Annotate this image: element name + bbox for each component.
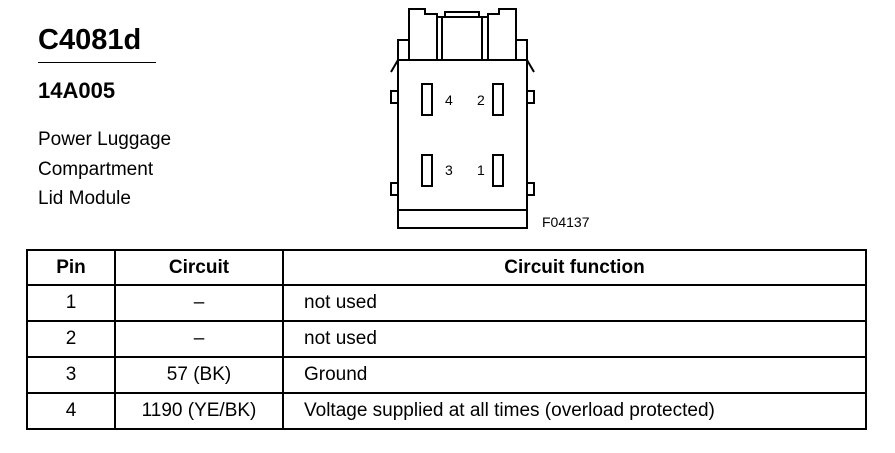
cell-circuit: –	[114, 284, 284, 322]
header-circuit: Circuit	[114, 249, 284, 286]
description-line: Power Luggage	[38, 129, 172, 150]
cell-pin: 3	[26, 356, 116, 394]
cell-circuit: –	[114, 320, 284, 358]
cell-pin: 4	[26, 392, 116, 430]
connector-body	[397, 59, 528, 211]
description-line: Compartment	[38, 158, 154, 180]
cell-function: not used	[282, 284, 867, 322]
table-row: 4 1190 (YE/BK) Voltage supplied at all t…	[26, 392, 867, 430]
connector-id: C4081d	[38, 24, 142, 56]
cell-pin: 2	[26, 320, 116, 358]
header-pin: Pin	[26, 249, 116, 286]
figure-code: F04137	[542, 214, 590, 230]
pin-label: 3	[445, 162, 453, 178]
connector-base	[397, 209, 528, 229]
pin-cavity-2	[492, 83, 504, 116]
pin-label: 2	[477, 92, 485, 108]
connector-latch	[487, 8, 517, 60]
part-number: 14A005	[38, 78, 116, 103]
pin-cavity-3	[421, 154, 433, 187]
header-function: Circuit function	[282, 249, 867, 286]
connector-face-diagram: 4 2 3 1 F04137	[390, 8, 590, 230]
pinout-table: Pin Circuit Circuit function 1 – not use…	[26, 249, 867, 430]
pin-cavity-4	[421, 83, 433, 116]
pin-label: 1	[477, 162, 485, 178]
connector-latch	[408, 8, 438, 60]
cell-circuit: 57 (BK)	[114, 356, 284, 394]
table-header-row: Pin Circuit Circuit function	[26, 249, 867, 286]
cell-function: Ground	[282, 356, 867, 394]
table-row: 1 – not used	[26, 284, 867, 322]
connector-description: Power Luggage Compartment Lid Module	[38, 125, 171, 214]
title-underline	[38, 62, 156, 63]
cell-pin: 1	[26, 284, 116, 322]
pin-cavity-1	[492, 154, 504, 187]
table-row: 2 – not used	[26, 320, 867, 358]
cell-function: Voltage supplied at all times (overload …	[282, 392, 867, 430]
connector-lock-tab	[436, 16, 489, 60]
cell-circuit: 1190 (YE/BK)	[114, 392, 284, 430]
description-line: Lid Module	[38, 188, 131, 209]
pin-label: 4	[445, 92, 453, 108]
table-row: 3 57 (BK) Ground	[26, 356, 867, 394]
cell-function: not used	[282, 320, 867, 358]
